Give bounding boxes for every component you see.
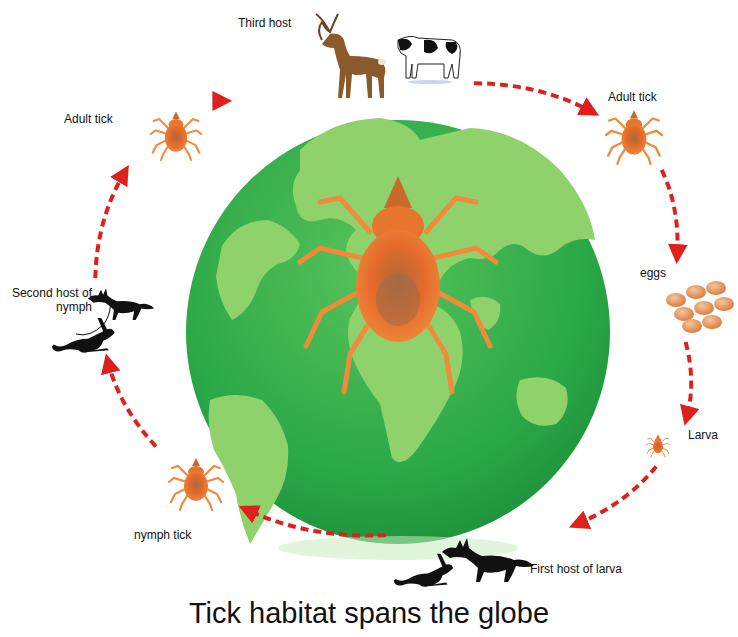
larva-stage: Larva [640, 424, 734, 464]
cycle-arrow [95, 172, 125, 278]
larva-icon [646, 435, 669, 458]
tick-stage: nymph tick [130, 450, 240, 546]
fox-silhouette [88, 288, 154, 320]
stage-label: Larva [688, 428, 718, 442]
stage-label: eggs [640, 266, 666, 280]
stage-label: Third host [238, 16, 291, 30]
deer [316, 14, 386, 98]
stage-label: nymph tick [134, 528, 191, 542]
fox-silhouette [442, 538, 534, 582]
nymph-icon [169, 458, 223, 510]
eggs-icon [666, 281, 734, 333]
cycle-arrow [214, 101, 225, 105]
host-stage: Third host [230, 4, 470, 102]
egg-stage: eggs [636, 262, 734, 338]
stage-label: First host of larva [530, 562, 622, 576]
cycle-arrow [662, 170, 678, 256]
tick-stage: Adult tick [598, 88, 710, 166]
cycle-arrow [474, 83, 592, 112]
caption: Tick habitat spans the globe [0, 596, 738, 630]
adult-tick-icon [606, 110, 662, 164]
cycle-arrow [686, 342, 692, 418]
host-stage: First host of larva [390, 528, 662, 594]
stage-label: Second host of nymph [8, 286, 92, 314]
cow [398, 36, 460, 84]
host-stage: Second host of nymph [4, 282, 164, 356]
cycle-arrow [576, 466, 656, 524]
rabbit-silhouette [394, 554, 453, 587]
adult-tick-icon [151, 112, 201, 161]
stage-label: Adult tick [608, 90, 657, 104]
globe [186, 118, 610, 560]
cycle-arrow [246, 509, 386, 535]
tick-stage: Adult tick [60, 104, 210, 166]
stage-label: Adult tick [64, 112, 113, 126]
cycle-arrow [108, 361, 156, 446]
